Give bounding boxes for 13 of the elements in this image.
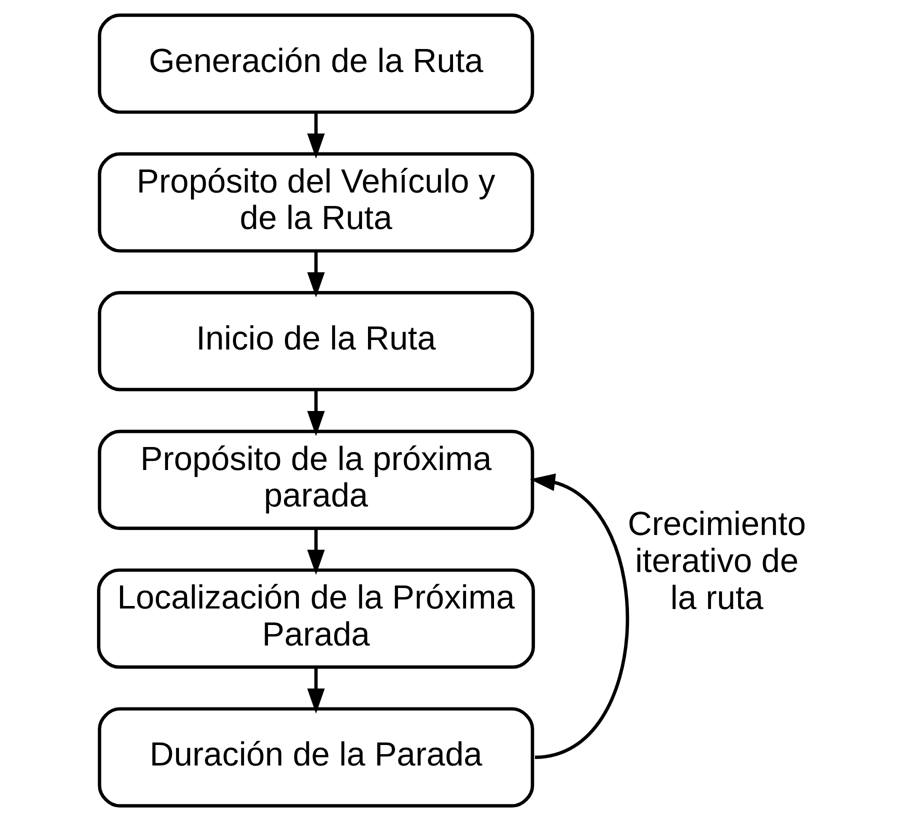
node-box: Generación de la Ruta: [98, 14, 534, 114]
node-box: Localización de la Próxima Parada: [97, 568, 535, 669]
node-box: Propósito del Vehículo y de la Ruta: [98, 152, 534, 253]
edge-label: Crecimiento iterativo de la ruta: [628, 506, 806, 617]
arrow: [307, 112, 325, 159]
node-box: Propósito de la próxima parada: [98, 430, 534, 530]
arrow: [530, 474, 629, 759]
arrow: [307, 528, 325, 575]
arrow: [307, 668, 325, 714]
node-box: Inicio de la Ruta: [98, 290, 534, 392]
arrow: [307, 390, 325, 436]
arrow: [307, 251, 325, 298]
node-box: Duración de la Parada: [98, 707, 534, 808]
